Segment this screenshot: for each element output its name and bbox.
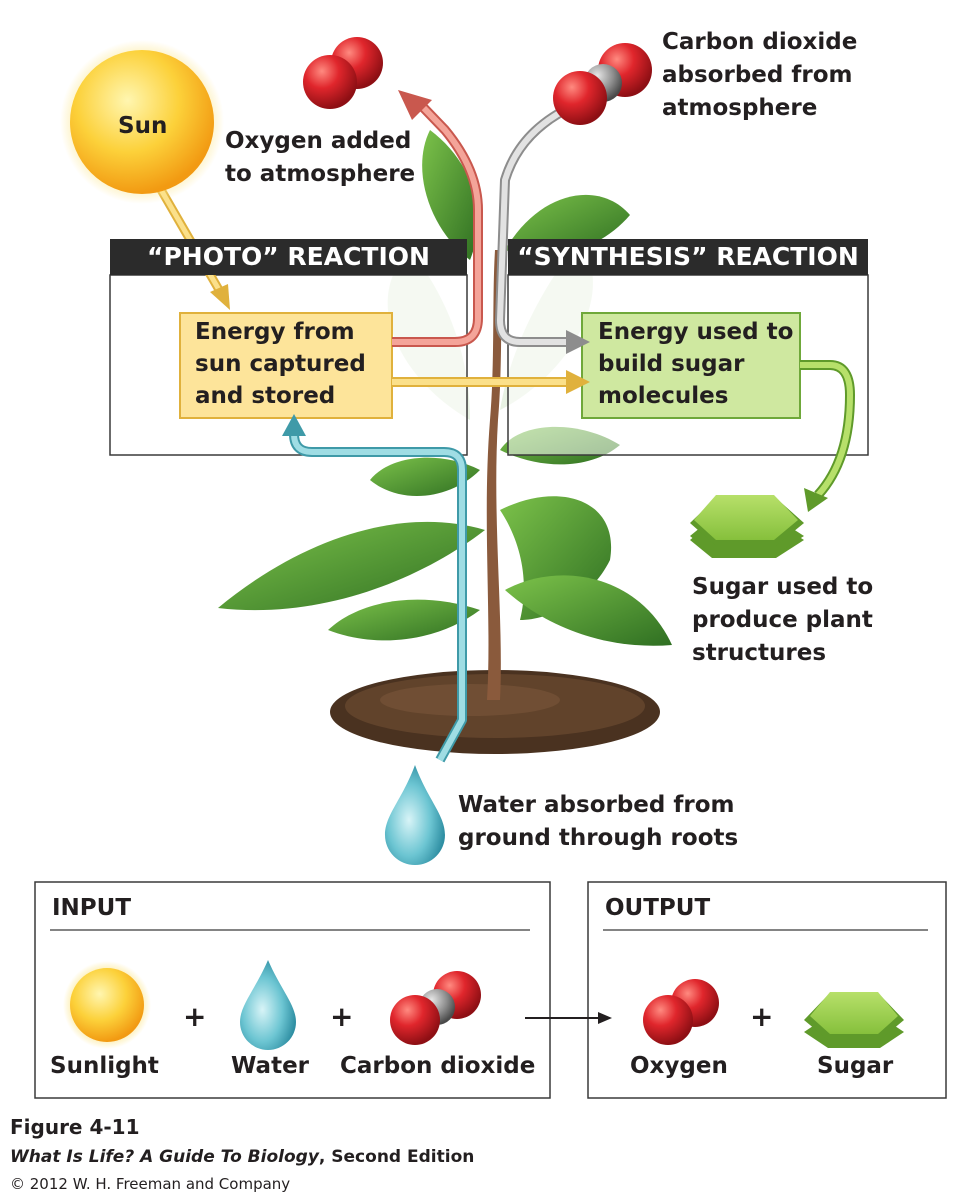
energy-captured-box bbox=[179, 312, 393, 419]
book-title: What Is Life? A Guide To Biology bbox=[10, 1147, 319, 1167]
leaf bbox=[328, 599, 480, 641]
energy-used-line-2: build sugar bbox=[598, 351, 745, 377]
input-title: INPUT bbox=[52, 895, 132, 921]
co2-label-line-1: Carbon dioxide bbox=[662, 29, 858, 55]
oxygen-molecule-icon bbox=[303, 37, 383, 109]
carbon-dioxide-molecule-icon bbox=[553, 43, 652, 125]
energy-used-line-1: Energy used to bbox=[598, 319, 794, 345]
oxygen-arrow bbox=[392, 90, 483, 347]
oxygen-icon bbox=[643, 979, 719, 1045]
oxygen-added-label: Oxygen added to atmosphere bbox=[225, 125, 415, 191]
sugar-arrow bbox=[800, 360, 855, 512]
figure-number: Figure 4-11 bbox=[10, 1115, 140, 1139]
energy-captured-text: Energy from sun captured and stored bbox=[195, 316, 366, 412]
energy-captured-line-1: Energy from bbox=[195, 319, 355, 345]
leaf bbox=[218, 521, 485, 611]
sugar-used-line-2: produce plant bbox=[692, 607, 873, 633]
oxygen-added-line-2: to atmosphere bbox=[225, 161, 416, 187]
water-icon bbox=[240, 960, 296, 1050]
oxygen-added-line-1: Oxygen added bbox=[225, 128, 412, 154]
sun-label: Sun bbox=[118, 113, 168, 139]
sugar-used-label: Sugar used to produce plant structures bbox=[692, 571, 873, 670]
plant-stem bbox=[486, 250, 503, 700]
energy-captured-line-3: and stored bbox=[195, 383, 336, 409]
book-edition: , Second Edition bbox=[318, 1147, 475, 1167]
energy-used-box bbox=[581, 312, 801, 419]
carbon-dioxide-absorbed-label: Carbon dioxide absorbed from atmosphere bbox=[662, 26, 857, 125]
sugar-label: Sugar bbox=[817, 1053, 894, 1079]
carbon-dioxide-label: Carbon dioxide bbox=[340, 1053, 536, 1079]
sunlight-icon bbox=[63, 961, 151, 1049]
sunlight-label: Sunlight bbox=[50, 1053, 159, 1079]
carbon-dioxide-icon bbox=[390, 971, 481, 1045]
leaf bbox=[422, 130, 478, 260]
plus-sign: + bbox=[183, 1000, 207, 1033]
energy-used-line-3: molecules bbox=[598, 383, 729, 409]
leaf bbox=[370, 457, 480, 497]
energy-transfer-arrow bbox=[392, 370, 590, 394]
water-absorbed-label: Water absorbed from ground through roots bbox=[458, 789, 738, 855]
input-to-output-arrow bbox=[525, 1012, 612, 1024]
copyright-notice: © 2012 W. H. Freeman and Company bbox=[10, 1175, 291, 1193]
co2-label-line-2: absorbed from bbox=[662, 62, 853, 88]
energy-used-text: Energy used to build sugar molecules bbox=[598, 316, 793, 412]
sugar-icon bbox=[804, 992, 904, 1048]
water-arrow bbox=[282, 414, 467, 763]
plus-sign: + bbox=[330, 1000, 354, 1033]
photo-reaction-header: “PHOTO” REACTION bbox=[110, 239, 467, 275]
sugar-used-line-1: Sugar used to bbox=[692, 574, 874, 600]
synthesis-reaction-header: “SYNTHESIS” REACTION bbox=[508, 239, 868, 275]
sugar-hexagon-icon bbox=[690, 495, 804, 558]
plus-sign: + bbox=[750, 1000, 774, 1033]
co2-label-line-3: atmosphere bbox=[662, 95, 818, 121]
output-box bbox=[587, 881, 947, 1099]
oxygen-label: Oxygen bbox=[630, 1053, 728, 1079]
book-citation: What Is Life? A Guide To Biology, Second… bbox=[10, 1147, 474, 1167]
leaf bbox=[505, 575, 672, 646]
water-absorbed-line-1: Water absorbed from bbox=[458, 792, 735, 818]
water-absorbed-line-2: ground through roots bbox=[458, 825, 739, 851]
water-drop-icon bbox=[385, 765, 445, 865]
sun-icon bbox=[60, 40, 224, 204]
carbon-dioxide-arrow bbox=[495, 100, 590, 354]
sugar-used-line-3: structures bbox=[692, 640, 827, 666]
energy-captured-line-2: sun captured bbox=[195, 351, 366, 377]
water-label: Water bbox=[231, 1053, 310, 1079]
output-title: OUTPUT bbox=[605, 895, 711, 921]
